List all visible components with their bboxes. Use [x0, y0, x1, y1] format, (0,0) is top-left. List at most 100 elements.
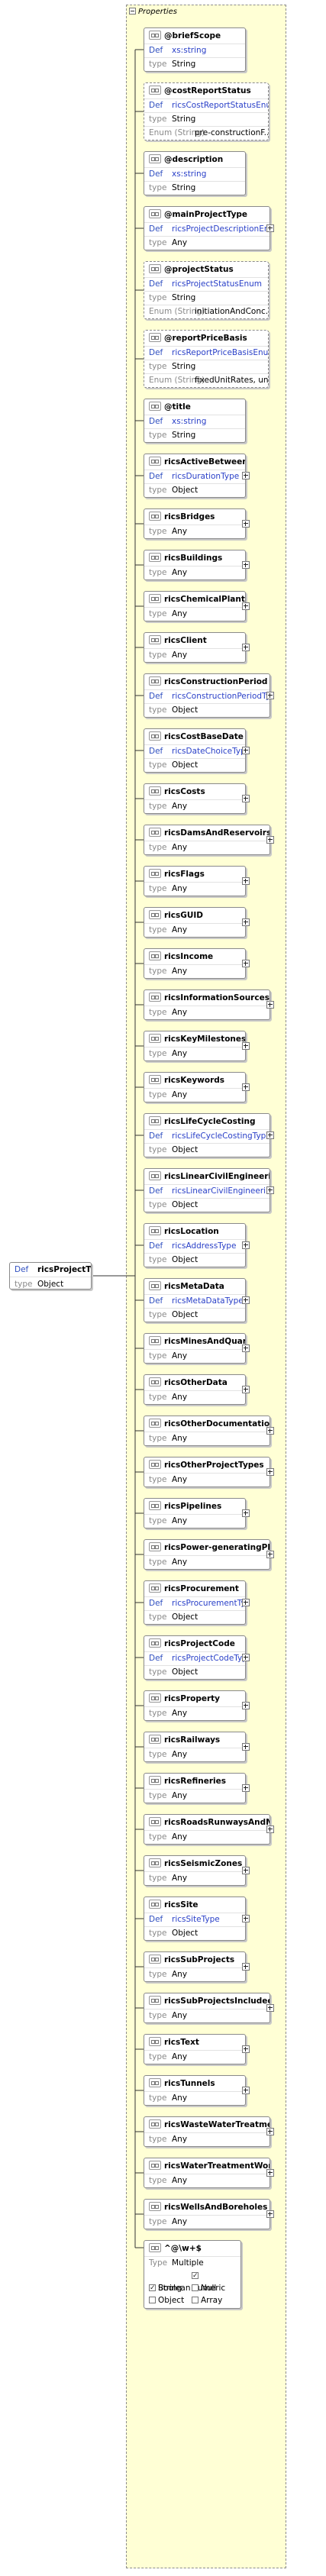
- expand-icon[interactable]: [242, 472, 250, 479]
- expand-icon[interactable]: [242, 1963, 250, 1971]
- detail-value[interactable]: ricsProcurementType: [172, 1599, 245, 1608]
- expand-icon[interactable]: [266, 1186, 274, 1194]
- expand-icon[interactable]: [266, 2210, 274, 2218]
- expand-icon[interactable]: [242, 1296, 250, 1304]
- detail-value[interactable]: ricsLifeCycleCostingType: [172, 1131, 270, 1141]
- expand-icon[interactable]: [242, 747, 250, 754]
- expand-icon[interactable]: [266, 1825, 274, 1833]
- properties-header[interactable]: Properties: [129, 8, 177, 18]
- expand-icon[interactable]: [242, 1386, 250, 1393]
- detail-value[interactable]: ricsAddressType: [172, 1241, 237, 1251]
- property-card[interactable]: ricsMinesAndQuarriestypeAny: [144, 1333, 250, 1364]
- detail-value[interactable]: ricsProjectDescriptionEnum: [172, 224, 270, 234]
- expand-icon[interactable]: [242, 1702, 250, 1709]
- expand-icon[interactable]: [242, 1083, 250, 1091]
- detail-value[interactable]: ricsDurationType: [172, 472, 240, 481]
- expand-icon[interactable]: [266, 2128, 274, 2135]
- expand-icon[interactable]: [242, 960, 250, 967]
- checkbox-object[interactable]: [149, 2297, 156, 2303]
- detail-value[interactable]: ricsLinearCivilEngineeringW...: [172, 1186, 270, 1196]
- expand-icon[interactable]: [266, 1551, 274, 1558]
- expand-icon[interactable]: [266, 1001, 274, 1009]
- expand-icon[interactable]: [242, 1241, 250, 1249]
- expand-icon[interactable]: [242, 1784, 250, 1792]
- detail-value[interactable]: ricsDateChoiceType: [172, 747, 245, 756]
- expand-icon[interactable]: [242, 1743, 250, 1751]
- detail-value[interactable]: ricsReportPriceBasisEnum: [172, 348, 268, 357]
- detail-value[interactable]: ricsMetaDataType: [172, 1296, 244, 1306]
- property-card[interactable]: ricsProcurementDefricsProcurementTypetyp…: [144, 1580, 250, 1625]
- detail-value[interactable]: ricsCostReportStatusEnum: [172, 101, 268, 110]
- checkbox-array[interactable]: [192, 2297, 199, 2303]
- expand-icon[interactable]: [242, 877, 250, 885]
- detail-value[interactable]: ricsConstructionPeriodType: [172, 692, 270, 701]
- expand-icon[interactable]: [242, 520, 250, 528]
- expand-icon[interactable]: [266, 692, 274, 699]
- expand-icon[interactable]: [266, 1468, 274, 1476]
- expand-icon[interactable]: [242, 918, 250, 926]
- expand-icon[interactable]: [242, 1867, 250, 1874]
- detail-value[interactable]: xs:string: [172, 46, 207, 55]
- expand-icon[interactable]: [242, 644, 250, 651]
- expand-icon[interactable]: [242, 2045, 250, 2053]
- expand-icon[interactable]: [266, 2004, 274, 2012]
- expand-icon[interactable]: [266, 1131, 274, 1139]
- detail-value[interactable]: xs:string: [172, 169, 207, 179]
- expand-icon[interactable]: [242, 795, 250, 802]
- property-card[interactable]: ricsLinearCivilEngineeringW...DefricsLin…: [144, 1168, 274, 1212]
- checkbox-numeric[interactable]: [192, 2270, 199, 2282]
- expand-icon[interactable]: [266, 2169, 274, 2177]
- expand-icon[interactable]: [242, 1344, 250, 1352]
- collapse-icon[interactable]: [129, 8, 136, 15]
- checkbox-null[interactable]: [192, 2284, 199, 2291]
- property-card[interactable]: ricsPower-generatingPlantstypeAny: [144, 1539, 274, 1570]
- expand-icon[interactable]: [242, 1915, 250, 1922]
- expand-icon[interactable]: [242, 602, 250, 610]
- detail-value[interactable]: xs:string: [172, 417, 207, 426]
- detail-value[interactable]: ricsProjectStatusEnum: [172, 279, 263, 289]
- expand-icon[interactable]: [242, 1042, 250, 1050]
- expand-icon[interactable]: [242, 561, 250, 569]
- expand-icon[interactable]: [242, 2087, 250, 2094]
- detail-value[interactable]: ricsSiteType: [172, 1915, 220, 1924]
- expand-icon[interactable]: [266, 836, 274, 844]
- checkbox-boolean[interactable]: [149, 2282, 156, 2294]
